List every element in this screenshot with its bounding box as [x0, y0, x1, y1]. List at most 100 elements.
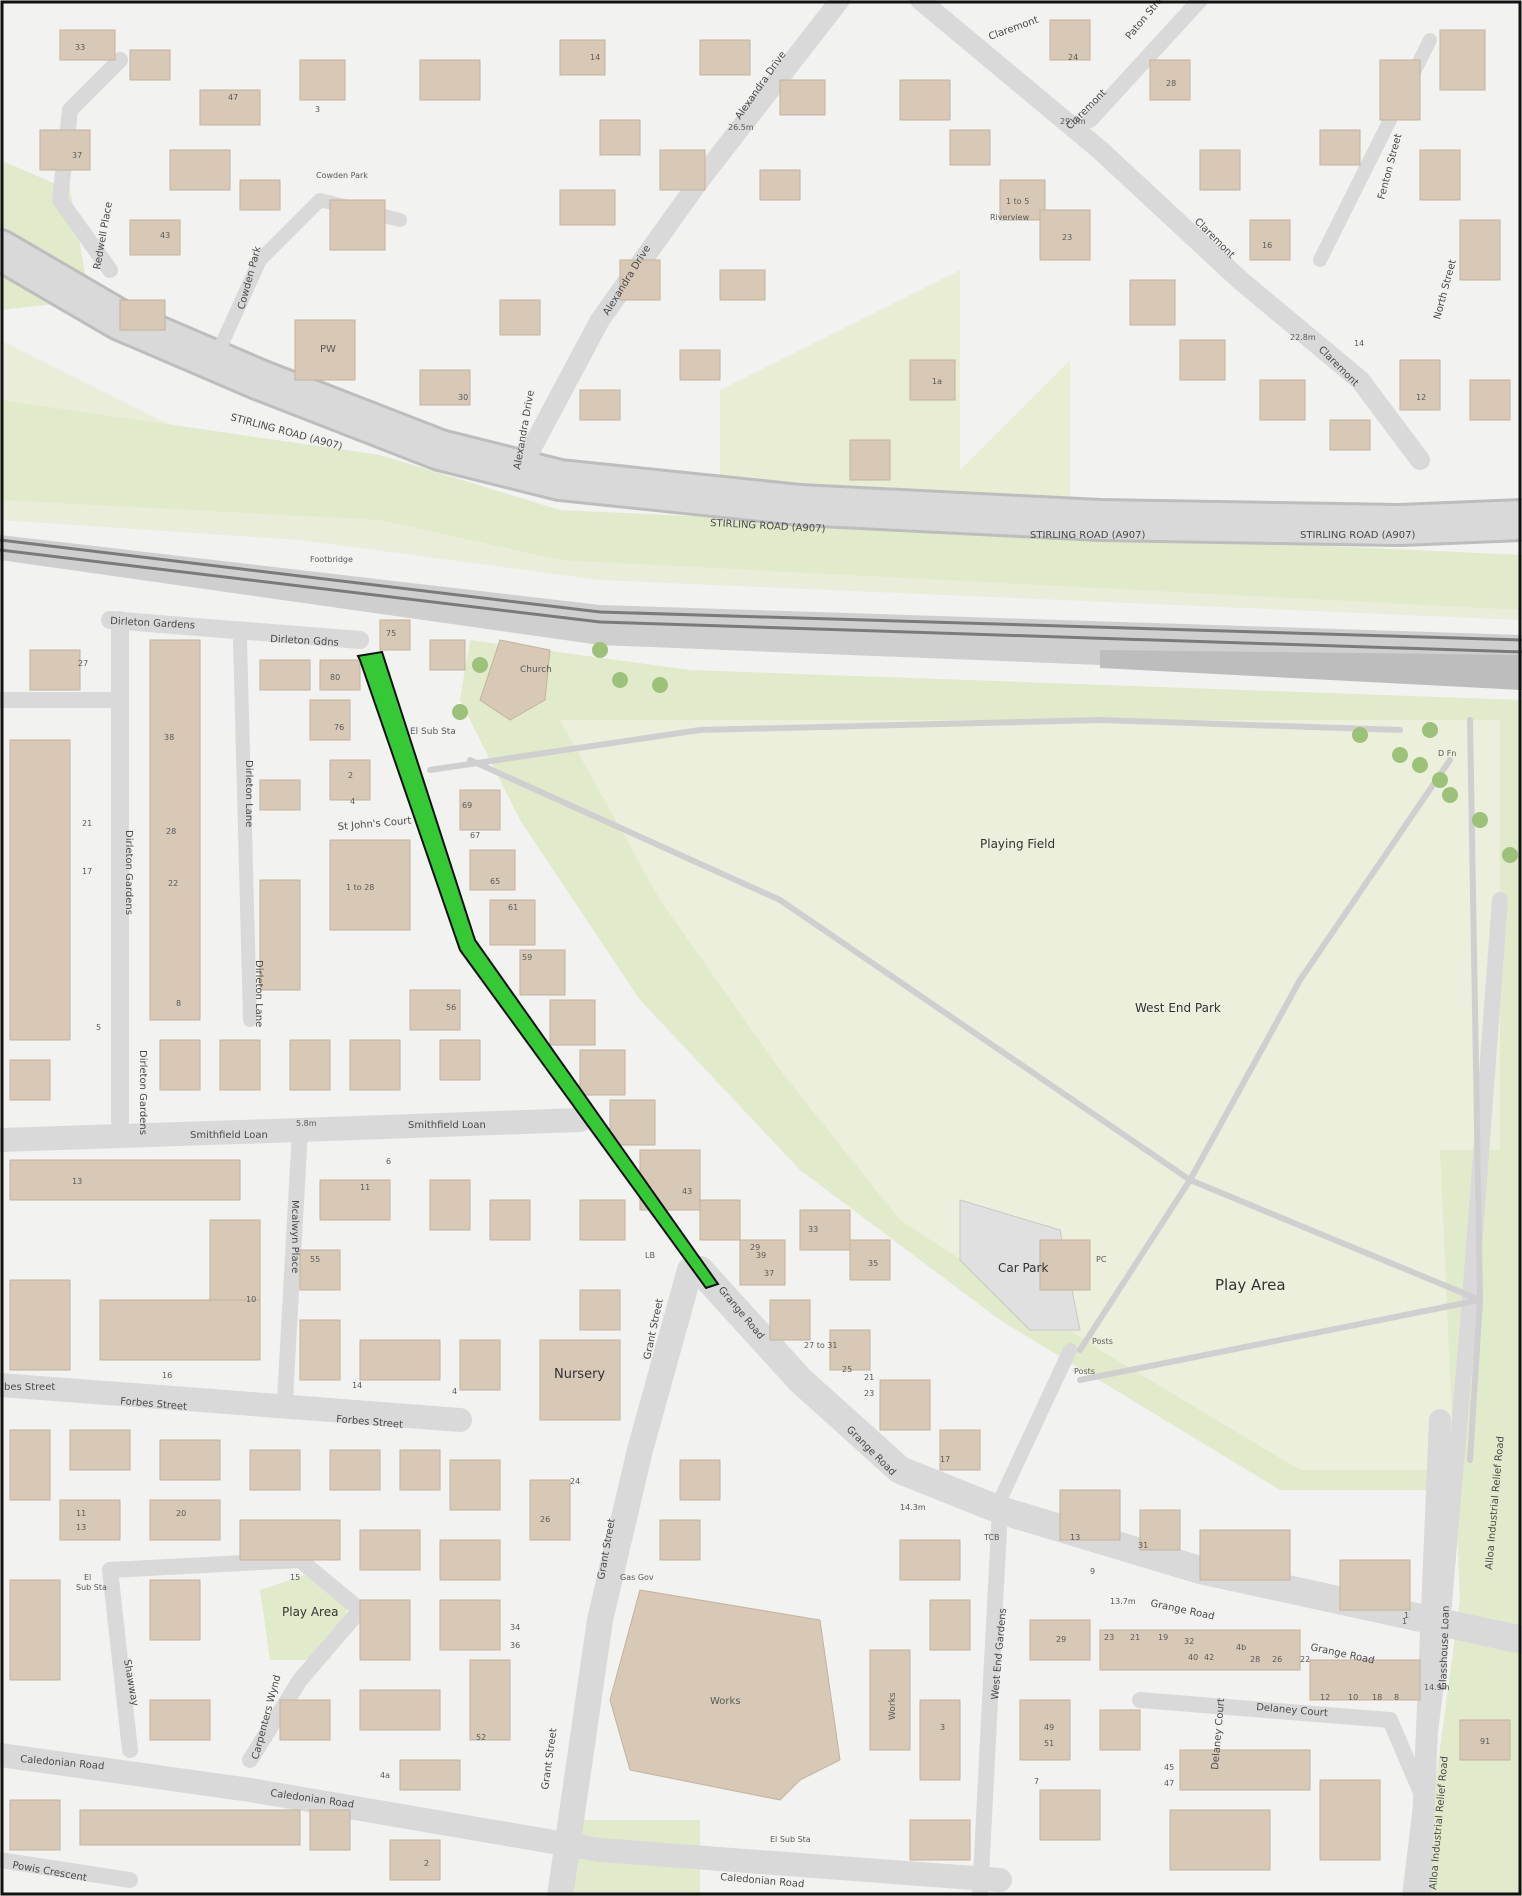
building: [899, 1539, 961, 1581]
house-number: 47: [228, 93, 238, 102]
building: [319, 1179, 391, 1221]
building: [239, 1519, 341, 1561]
house-number: 38: [164, 733, 174, 742]
building: [1129, 279, 1176, 326]
building: [939, 1429, 981, 1471]
house-number: 1 to 5: [1006, 197, 1029, 206]
building: [1059, 1489, 1121, 1541]
building: [619, 259, 661, 301]
house-number: 12: [1416, 393, 1426, 402]
d-fn-label: D Fn: [1438, 749, 1456, 758]
house-number: 18: [1372, 1693, 1382, 1702]
building: [429, 639, 466, 671]
riverview-label: Riverview: [990, 213, 1030, 222]
pw-label: PW: [320, 344, 336, 355]
building: [299, 1319, 341, 1381]
church-label: Church: [520, 665, 552, 675]
building: [799, 1209, 851, 1251]
claremont: [910, 0, 1430, 470]
building: [529, 1479, 571, 1541]
house-number: 22: [168, 879, 178, 888]
house-number: 59: [522, 953, 532, 962]
building: [169, 149, 231, 191]
house-number: 3: [940, 1723, 945, 1732]
highlighted-site-boundary[interactable]: [356, 650, 720, 1290]
house-number: 17: [82, 867, 92, 876]
stirling-road-label-4: STIRLING ROAD (A907): [1300, 530, 1415, 541]
house-number: 14: [352, 1381, 362, 1390]
house-number: 31: [1138, 1541, 1148, 1550]
house-number: 43: [682, 1187, 692, 1196]
building: [419, 369, 471, 406]
dirleton-gdns-label: Dirleton Gdns: [270, 634, 339, 649]
stirling-road-label-3: STIRLING ROAD (A907): [1030, 530, 1145, 541]
tree: [652, 677, 668, 693]
house-number: 69: [462, 801, 472, 810]
terrace-block: [149, 639, 201, 1021]
building: [129, 49, 171, 81]
building: [849, 1239, 891, 1281]
building: [9, 739, 71, 1041]
terrace-block: [259, 879, 301, 991]
house-number: 8: [176, 999, 181, 1008]
building: [1439, 29, 1486, 91]
building: [59, 1499, 121, 1541]
building: [449, 1459, 501, 1511]
nursery-building: [539, 1339, 621, 1421]
house-number: 7: [1034, 1777, 1039, 1786]
posts-label-1: Posts: [1092, 1337, 1113, 1346]
house-number: 14: [590, 53, 600, 62]
building: [699, 39, 751, 76]
dirleton-lane-label-2: Dirleton Lane: [253, 960, 264, 1027]
building: [319, 659, 361, 691]
dirleton-gardens-label-1: Dirleton Gardens: [110, 616, 195, 631]
tree: [1392, 747, 1408, 763]
building: [1319, 129, 1361, 166]
house-number: 27: [78, 659, 88, 668]
building: [429, 1179, 471, 1231]
building: [1099, 1709, 1141, 1751]
house-number: 34: [510, 1623, 520, 1632]
house-number: 24: [1068, 53, 1078, 62]
house-number: 30: [458, 393, 468, 402]
building: [309, 699, 351, 741]
building: [1459, 1719, 1511, 1761]
building: [379, 619, 411, 651]
riverview: [999, 179, 1046, 221]
spot-height: 14.3m: [900, 1503, 926, 1512]
tree: [472, 657, 488, 673]
house-number: 61: [508, 903, 518, 912]
house-number: 13: [76, 1523, 86, 1532]
building: [909, 1819, 971, 1861]
building: [679, 349, 721, 381]
nursery-label: Nursery: [554, 1367, 605, 1382]
house-number: 14: [1354, 339, 1364, 348]
sub-sta-left-label: Sub Sta: [76, 1583, 107, 1592]
park-path-5: [1467, 717, 1483, 1463]
building: [579, 1289, 621, 1331]
house-number: 55: [310, 1255, 320, 1264]
building: [499, 299, 541, 336]
house-number: 2: [424, 1859, 429, 1868]
west-end-park-label: West End Park: [1135, 1001, 1221, 1015]
house-number: 67: [470, 831, 480, 840]
house-number: 76: [334, 723, 344, 732]
building: [739, 1239, 786, 1286]
tree: [1422, 722, 1438, 738]
shawway: [102, 1562, 138, 1758]
house-number: 10: [1348, 1693, 1358, 1702]
building: [359, 1689, 441, 1731]
tree: [1412, 757, 1428, 773]
building: [259, 659, 311, 691]
forbes-street: [0, 1373, 472, 1432]
dirleton-gardens-label-3: Dirleton Gardens: [137, 1050, 148, 1135]
building: [769, 1299, 811, 1341]
house-number: 28: [1166, 79, 1176, 88]
building: [129, 219, 181, 256]
house-number: 37: [764, 1269, 774, 1278]
house-number: 36: [510, 1641, 520, 1650]
tree: [592, 642, 608, 658]
